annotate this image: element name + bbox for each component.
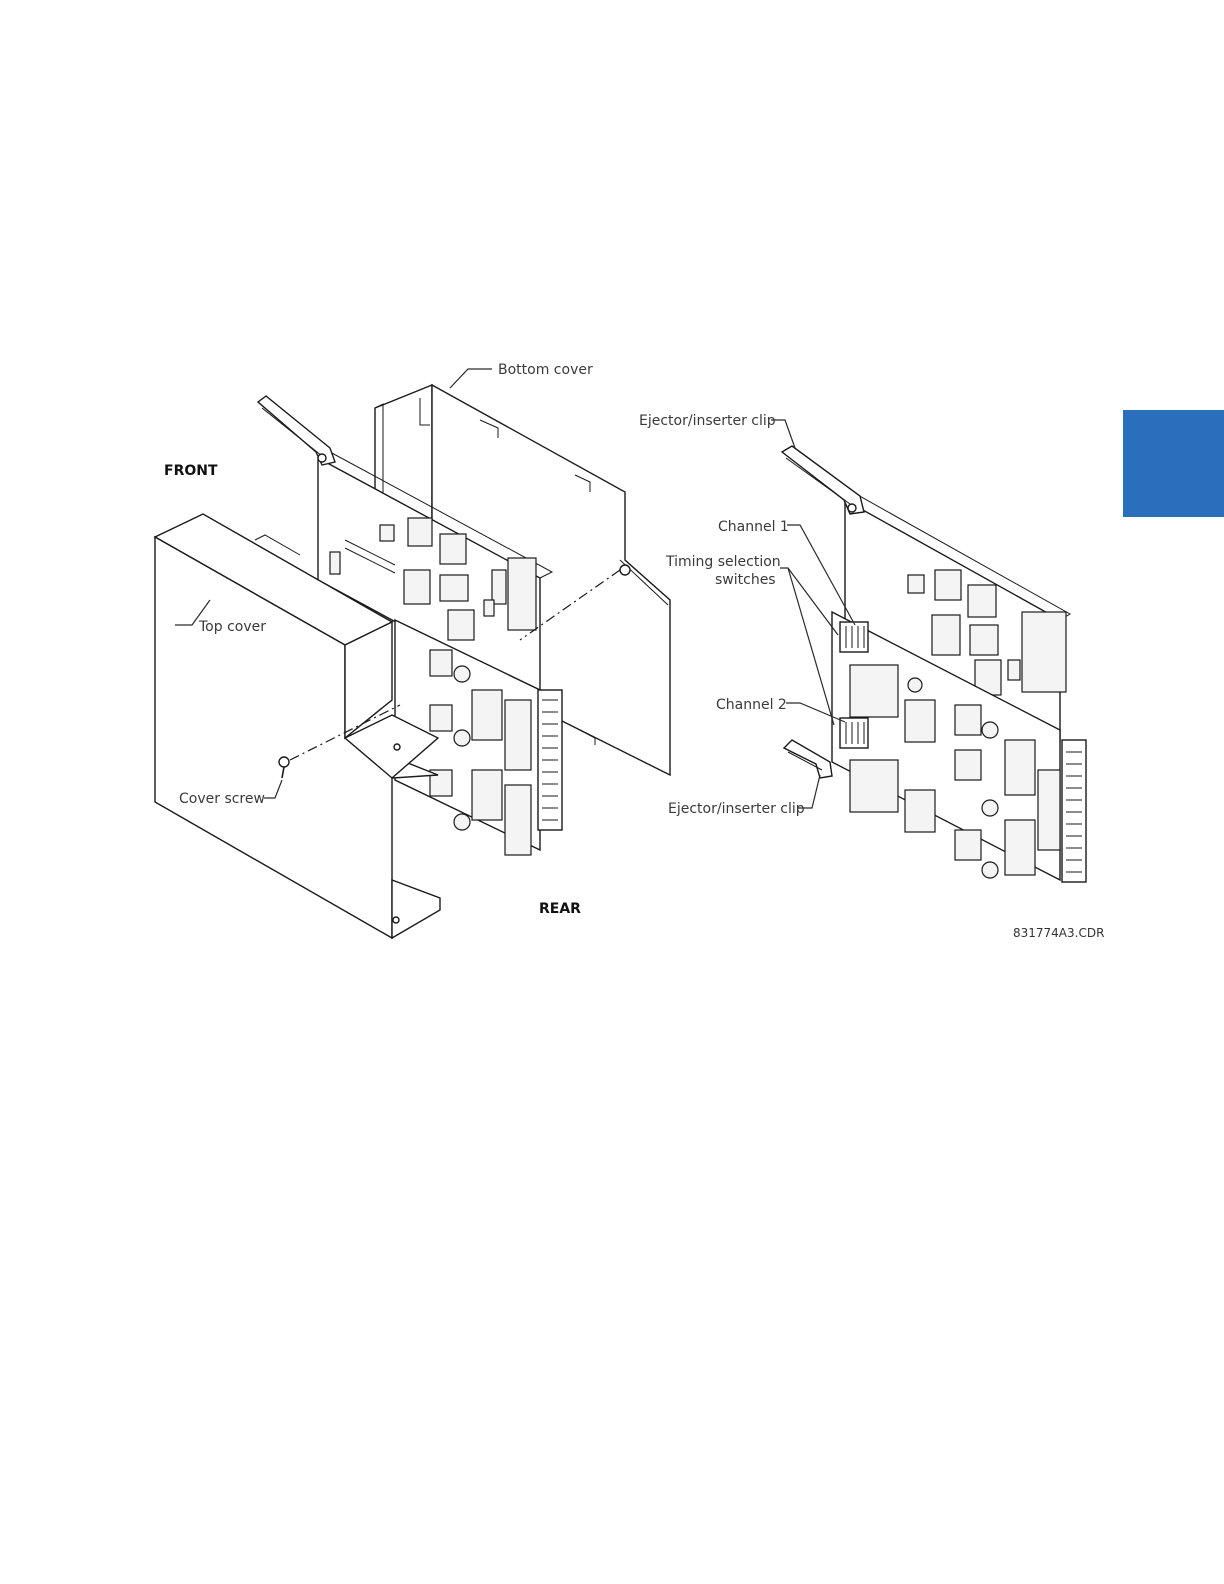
left-ejector-clip <box>258 396 335 465</box>
left-assembly: Bottom cover FRONT Top cover Cover screw… <box>155 362 670 938</box>
right-assembly: Ejector/inserter clip Channel 1 Timing s… <box>639 413 1104 940</box>
ejector-clip-top-label: Ejector/inserter clip <box>639 413 776 429</box>
timing-switches-label-line2: switches <box>715 572 776 588</box>
right-ejector-clip-top <box>782 446 864 514</box>
cover-screw-label: Cover screw <box>179 791 265 807</box>
front-label: FRONT <box>164 463 218 479</box>
channel-1-label: Channel 1 <box>718 519 789 535</box>
bottom-cover-label: Bottom cover <box>498 362 593 378</box>
timing-switches-label-line1: Timing selection <box>665 554 781 570</box>
rear-label: REAR <box>539 901 581 917</box>
top-cover-label: Top cover <box>198 619 266 635</box>
right-ejector-clip-bottom <box>784 740 832 778</box>
channel-2-label: Channel 2 <box>716 697 787 713</box>
ejector-clip-bottom-label: Ejector/inserter clip <box>668 801 805 817</box>
drawing-code: 831774A3.CDR <box>1013 926 1104 940</box>
